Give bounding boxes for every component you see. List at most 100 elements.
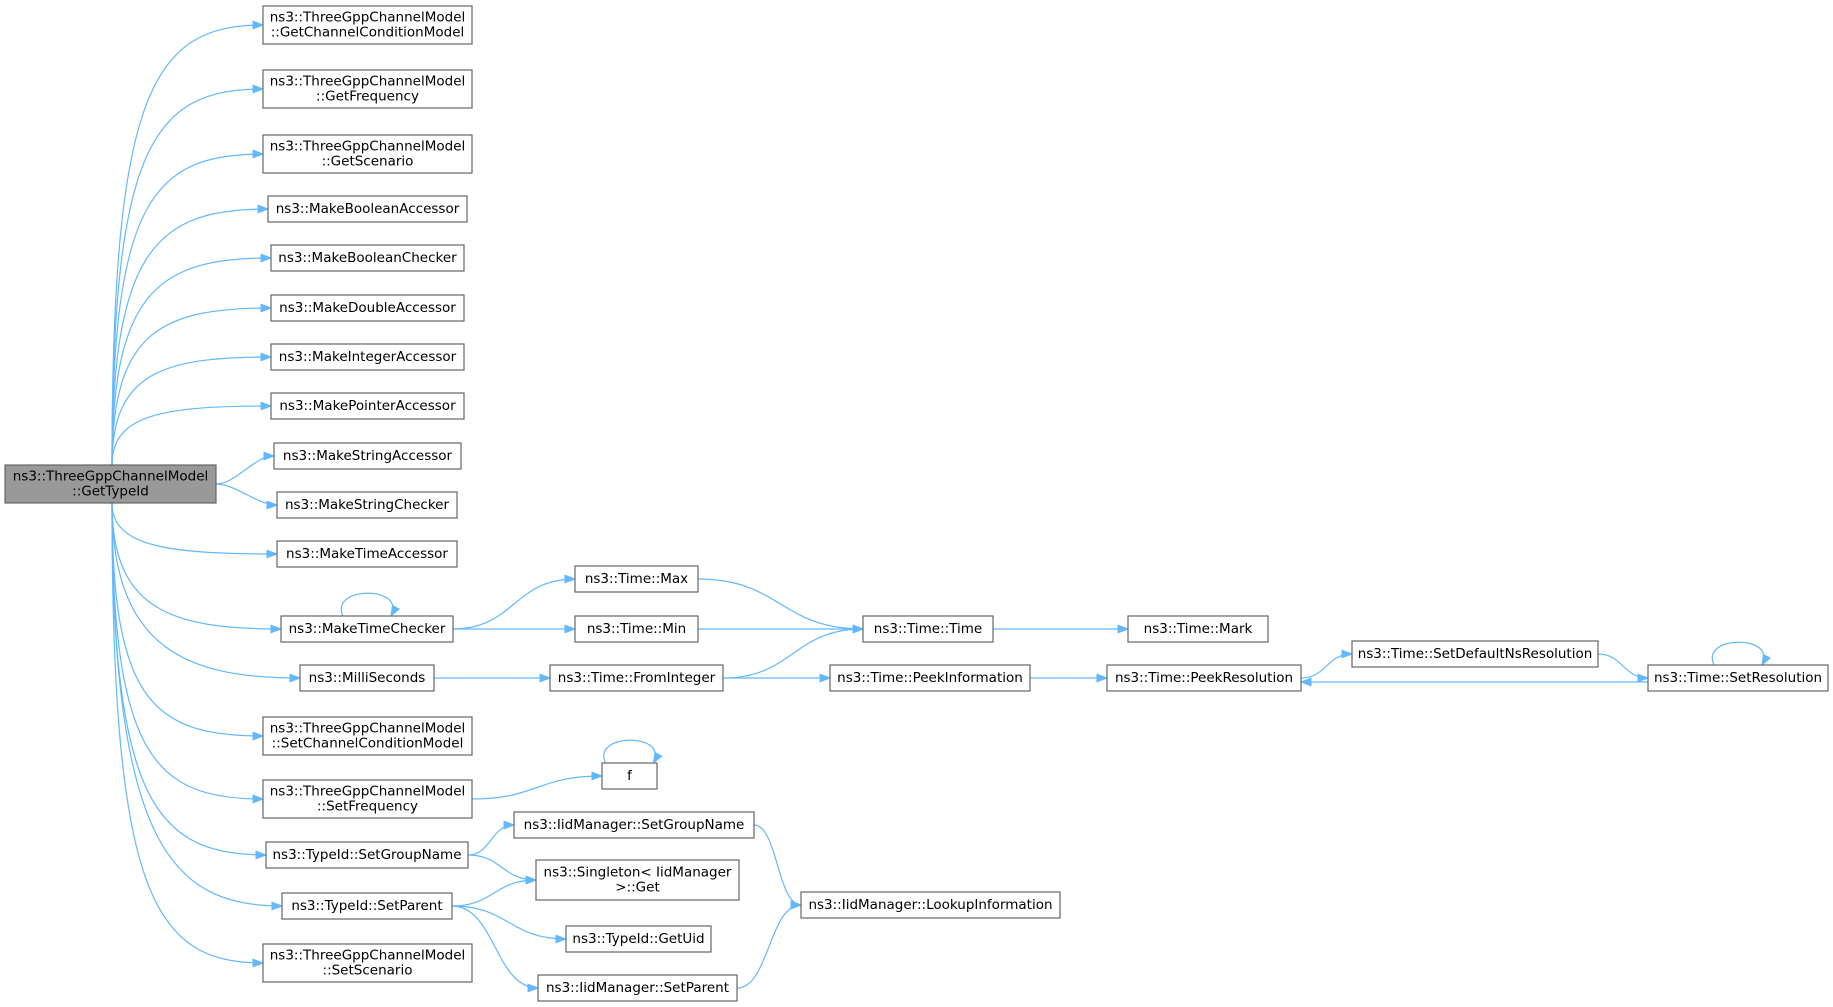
node-f[interactable]: f [601,762,658,790]
node-setFrequency[interactable]: ns3::ThreeGppChannelModel::SetFrequency [262,779,473,819]
node-label: ns3::Singleton< IidManager [544,865,732,881]
edge-typeIdSetParent-to-singletonGet [451,875,538,907]
node-box [276,540,458,568]
node-box [262,943,473,983]
node-label: ns3::MakeTimeAccessor [286,546,448,562]
node-box [273,442,462,470]
edge-setResolution-to-setResolution [1711,641,1772,667]
edge-root-to-setFrequency [111,502,265,804]
node-getChannelConditionModel[interactable]: ns3::ThreeGppChannelModel::GetChannelCon… [262,5,473,45]
node-box [1127,615,1269,643]
node-box [829,664,1031,692]
node-typeIdGetUid[interactable]: ns3::TypeId::GetUid [565,925,712,953]
edge-root-to-typeIdSetGroupName [111,502,268,860]
node-label: ns3::ThreeGppChannelModel [270,74,466,90]
edge-timeMax-to-timeTime [697,578,865,634]
edge-peekInformation-to-peekResolution [1030,673,1109,683]
node-label: ::GetChannelConditionModel [271,25,465,41]
edge-iidSetParent-to-lookupInformation [736,900,803,989]
edge-milliSeconds-to-timeFromInteger [434,673,552,683]
node-timeMin[interactable]: ns3::Time::Min [574,615,699,643]
node-makeStringAccessor[interactable]: ns3::MakeStringAccessor [273,442,462,470]
node-makeBooleanAccessor[interactable]: ns3::MakeBooleanAccessor [267,195,468,223]
node-timeFromInteger[interactable]: ns3::Time::FromInteger [549,664,724,692]
node-box [281,892,453,920]
node-label: ::GetScenario [322,154,414,170]
edge-root-to-setChannelConditionModel [111,502,265,741]
node-setResolution[interactable]: ns3::Time::SetResolution [1647,664,1829,692]
edge-setFrequency-to-f [471,771,604,800]
node-makeBooleanChecker[interactable]: ns3::MakeBooleanChecker [270,244,465,272]
node-box [262,5,473,45]
node-root[interactable]: ns3::ThreeGppChannelModel::GetTypeId [4,464,217,504]
node-makeTimeChecker[interactable]: ns3::MakeTimeChecker [280,615,454,643]
edge-root-to-getFrequency [111,84,265,466]
node-label: ns3::MakeTimeChecker [289,621,446,637]
edge-setDefaultNsResolution-to-setResolution [1597,653,1650,683]
node-label: ns3::MakePointerAccessor [279,398,456,414]
node-box [1647,664,1829,692]
node-box [280,615,454,643]
node-timeMark[interactable]: ns3::Time::Mark [1127,615,1269,643]
node-typeIdSetParent[interactable]: ns3::TypeId::SetParent [281,892,453,920]
edge-root-to-makeBooleanChecker [111,253,273,466]
edge-root-to-makePointerAccessor [111,401,273,466]
edge-typeIdSetGroupName-to-iidSetGroupName [467,820,516,856]
node-setScenario[interactable]: ns3::ThreeGppChannelModel::SetScenario [262,943,473,983]
node-iidSetGroupName[interactable]: ns3::IidManager::SetGroupName [513,811,755,839]
edge-root-to-setScenario [111,502,265,968]
node-box [270,244,465,272]
node-timeMax[interactable]: ns3::Time::Max [574,565,699,593]
node-label: ns3::Time::Mark [1144,621,1253,637]
node-box [270,294,465,322]
edge-root-to-typeIdSetParent [111,502,284,911]
node-label: ns3::ThreeGppChannelModel [13,469,209,485]
node-label: ns3::ThreeGppChannelModel [270,784,466,800]
edge-timeTime-to-timeMark [993,624,1130,634]
node-makeTimeAccessor[interactable]: ns3::MakeTimeAccessor [276,540,458,568]
node-getScenario[interactable]: ns3::ThreeGppChannelModel::GetScenario [262,134,473,174]
node-label: ns3::ThreeGppChannelModel [270,948,466,964]
node-box [549,664,724,692]
node-box [270,343,465,371]
node-singletonGet[interactable]: ns3::Singleton< IidManager>::Get [535,859,740,901]
node-box [262,716,473,756]
node-timeTime[interactable]: ns3::Time::Time [862,615,994,643]
node-milliSeconds[interactable]: ns3::MilliSeconds [299,664,435,692]
node-label: ns3::TypeId::SetGroupName [272,847,461,863]
edge-root-to-makeStringAccessor [215,451,276,485]
node-box [1351,640,1599,668]
node-label: ns3::ThreeGppChannelModel [270,721,466,737]
node-label: ns3::IidManager::LookupInformation [808,897,1052,913]
node-label: ::SetScenario [323,963,413,979]
node-box [800,891,1061,919]
node-getFrequency[interactable]: ns3::ThreeGppChannelModel::GetFrequency [262,69,473,109]
node-box [267,195,468,223]
node-label: ::SetFrequency [317,799,418,815]
node-iidSetParent[interactable]: ns3::IidManager::SetParent [537,974,738,1002]
node-label: ns3::Time::SetDefaultNsResolution [1358,646,1593,662]
node-makePointerAccessor[interactable]: ns3::MakePointerAccessor [270,392,465,420]
node-setChannelConditionModel[interactable]: ns3::ThreeGppChannelModel::SetChannelCon… [262,716,473,756]
node-box [265,841,469,869]
node-label: ns3::Time::Min [587,621,686,637]
node-box [601,762,658,790]
node-box [513,811,755,839]
node-label: ns3::Time::Time [874,621,982,637]
node-label: ns3::ThreeGppChannelModel [270,10,466,26]
node-setDefaultNsResolution[interactable]: ns3::Time::SetDefaultNsResolution [1351,640,1599,668]
edge-root-to-makeTimeChecker [111,502,283,634]
node-typeIdSetGroupName[interactable]: ns3::TypeId::SetGroupName [265,841,469,869]
node-lookupInformation[interactable]: ns3::IidManager::LookupInformation [800,891,1061,919]
node-label: ns3::Time::Max [585,571,688,587]
node-label: ns3::Time::SetResolution [1654,670,1822,686]
node-peekResolution[interactable]: ns3::Time::PeekResolution [1106,664,1302,692]
node-makeStringChecker[interactable]: ns3::MakeStringChecker [276,491,458,519]
edges-layer [111,20,1772,993]
node-peekInformation[interactable]: ns3::Time::PeekInformation [829,664,1031,692]
node-box [537,974,738,1002]
node-makeIntegerAccessor[interactable]: ns3::MakeIntegerAccessor [270,343,465,371]
edge-root-to-milliSeconds [111,502,302,683]
node-box [4,464,217,504]
node-makeDoubleAccessor[interactable]: ns3::MakeDoubleAccessor [270,294,465,322]
